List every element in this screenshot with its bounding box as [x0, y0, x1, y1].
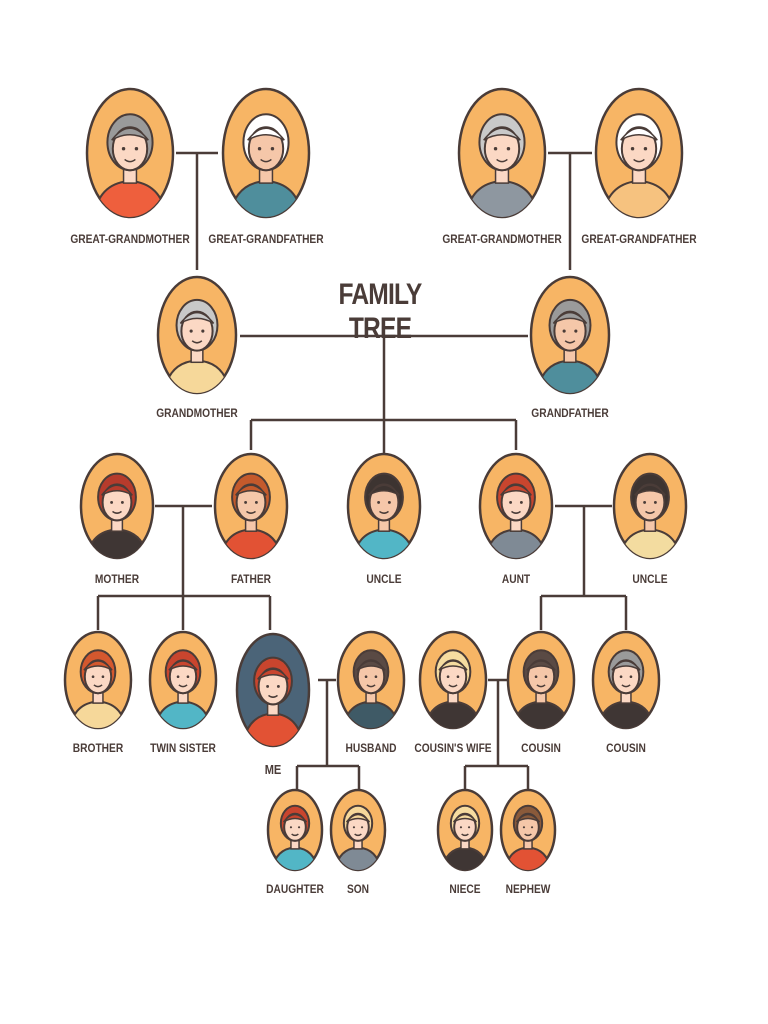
cousins-wife-avatar-icon	[418, 630, 488, 730]
person-label: COUSIN'S WIFE	[414, 741, 492, 755]
nephew-avatar-icon	[499, 788, 557, 872]
person-label: NIECE	[449, 882, 481, 896]
son-avatar-icon	[329, 788, 387, 872]
person-label: GREAT-GRANDFATHER	[581, 232, 697, 246]
great-grandmother-avatar-icon	[457, 87, 547, 219]
twin-sister-avatar-icon	[148, 630, 218, 730]
person-label: GREAT-GRANDMOTHER	[70, 232, 190, 246]
person-label: AUNT	[501, 572, 531, 586]
person-label: GRANDMOTHER	[156, 406, 238, 420]
avatars	[63, 87, 688, 872]
person-label: UNCLE	[632, 572, 668, 586]
person-label: DAUGHTER	[266, 882, 324, 896]
person-label: SON	[346, 882, 370, 896]
uncle-avatar-icon	[612, 452, 688, 560]
diagram-title: FAMILY TREE	[338, 278, 422, 345]
person-label: BROTHER	[72, 741, 124, 755]
husband-avatar-icon	[336, 630, 406, 730]
brother-avatar-icon	[63, 630, 133, 730]
person-label: NEPHEW	[505, 882, 551, 896]
great-grandfather-avatar-icon	[221, 87, 311, 219]
grandfather-avatar-icon	[529, 275, 611, 395]
aunt-avatar-icon	[478, 452, 554, 560]
person-label: HUSBAND	[345, 741, 397, 755]
person-label: GREAT-GRANDFATHER	[208, 232, 324, 246]
great-grandfather-avatar-icon	[594, 87, 684, 219]
niece-avatar-icon	[436, 788, 494, 872]
me-avatar-icon	[235, 632, 311, 748]
person-label: FATHER	[230, 572, 272, 586]
uncle-avatar-icon	[346, 452, 422, 560]
mother-avatar-icon	[79, 452, 155, 560]
person-label: GREAT-GRANDMOTHER	[442, 232, 562, 246]
person-label: UNCLE	[366, 572, 402, 586]
grandmother-avatar-icon	[156, 275, 238, 395]
daughter-avatar-icon	[266, 788, 324, 872]
connector-lines	[96, 151, 628, 790]
father-avatar-icon	[213, 452, 289, 560]
cousin-avatar-icon	[591, 630, 661, 730]
great-grandmother-avatar-icon	[85, 87, 175, 219]
person-label: COUSIN	[606, 741, 646, 755]
person-label: ME	[264, 762, 282, 777]
person-label: GRANDFATHER	[531, 406, 609, 420]
person-label: TWIN SISTER	[150, 741, 216, 755]
person-label: MOTHER	[94, 572, 140, 586]
person-label: COUSIN	[521, 741, 561, 755]
cousin-avatar-icon	[506, 630, 576, 730]
